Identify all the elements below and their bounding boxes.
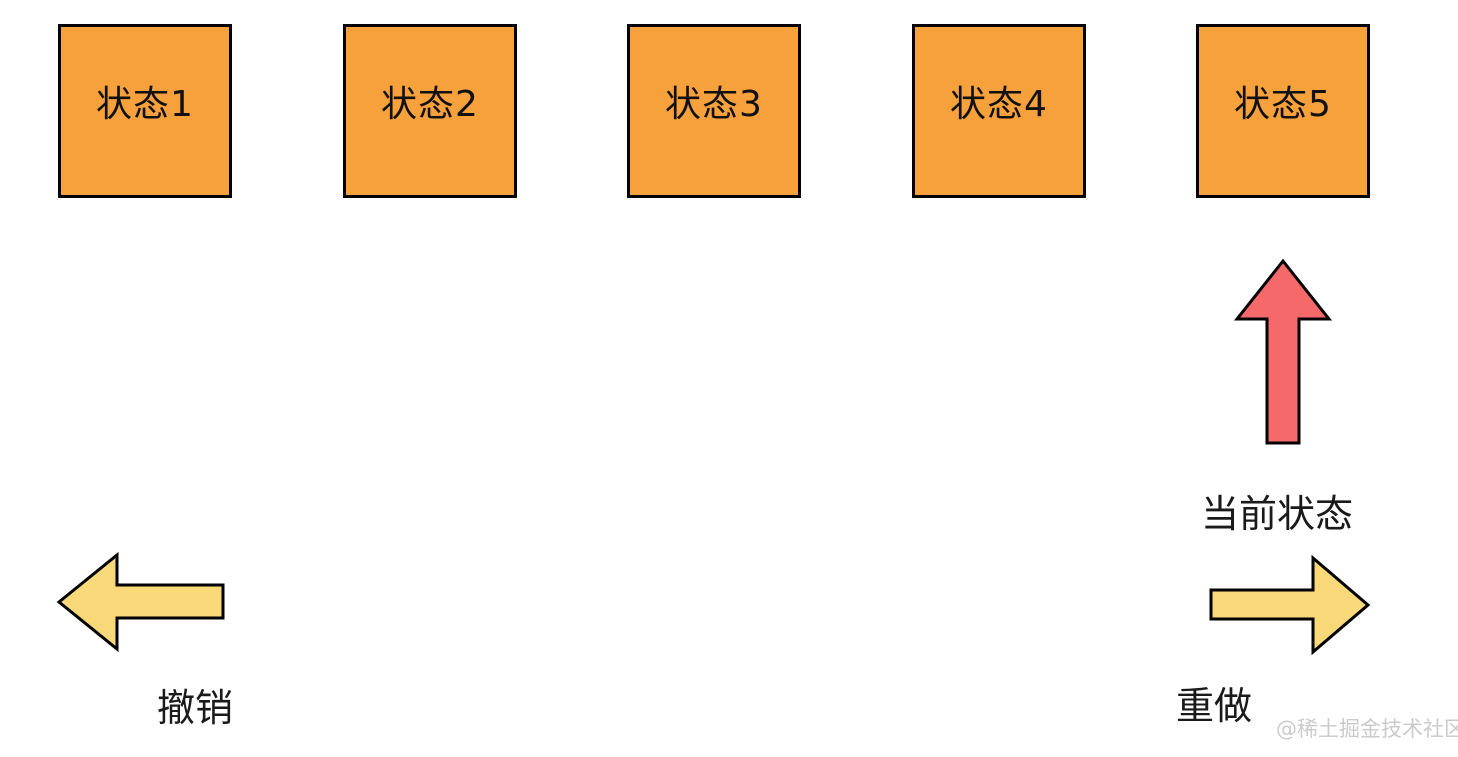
state-box-1: 状态1 [58, 24, 232, 198]
state-box-label: 状态5 [1234, 84, 1332, 125]
current-state-up-arrow-icon [1234, 258, 1332, 445]
state-box-5: 状态5 [1196, 24, 1370, 198]
current-state-caption: 当前状态 [1201, 492, 1354, 536]
redo-caption: 重做 [1176, 684, 1253, 728]
left-arrow-shape [56, 552, 225, 652]
up-arrow-shape [1234, 258, 1332, 445]
state-box-4: 状态4 [912, 24, 1086, 198]
state-box-label: 状态4 [950, 84, 1048, 125]
watermark: @稀土掘金技术社区 [1276, 717, 1458, 741]
right-arrow-shape [1209, 555, 1371, 655]
state-box-label: 状态1 [96, 84, 194, 125]
undo-caption: 撤销 [157, 686, 234, 730]
undo-left-arrow-icon [56, 552, 225, 652]
state-box-label: 状态3 [665, 84, 763, 125]
redo-right-arrow-icon [1209, 555, 1371, 655]
state-box-label: 状态2 [381, 84, 479, 125]
state-box-2: 状态2 [343, 24, 517, 198]
state-box-3: 状态3 [627, 24, 801, 198]
